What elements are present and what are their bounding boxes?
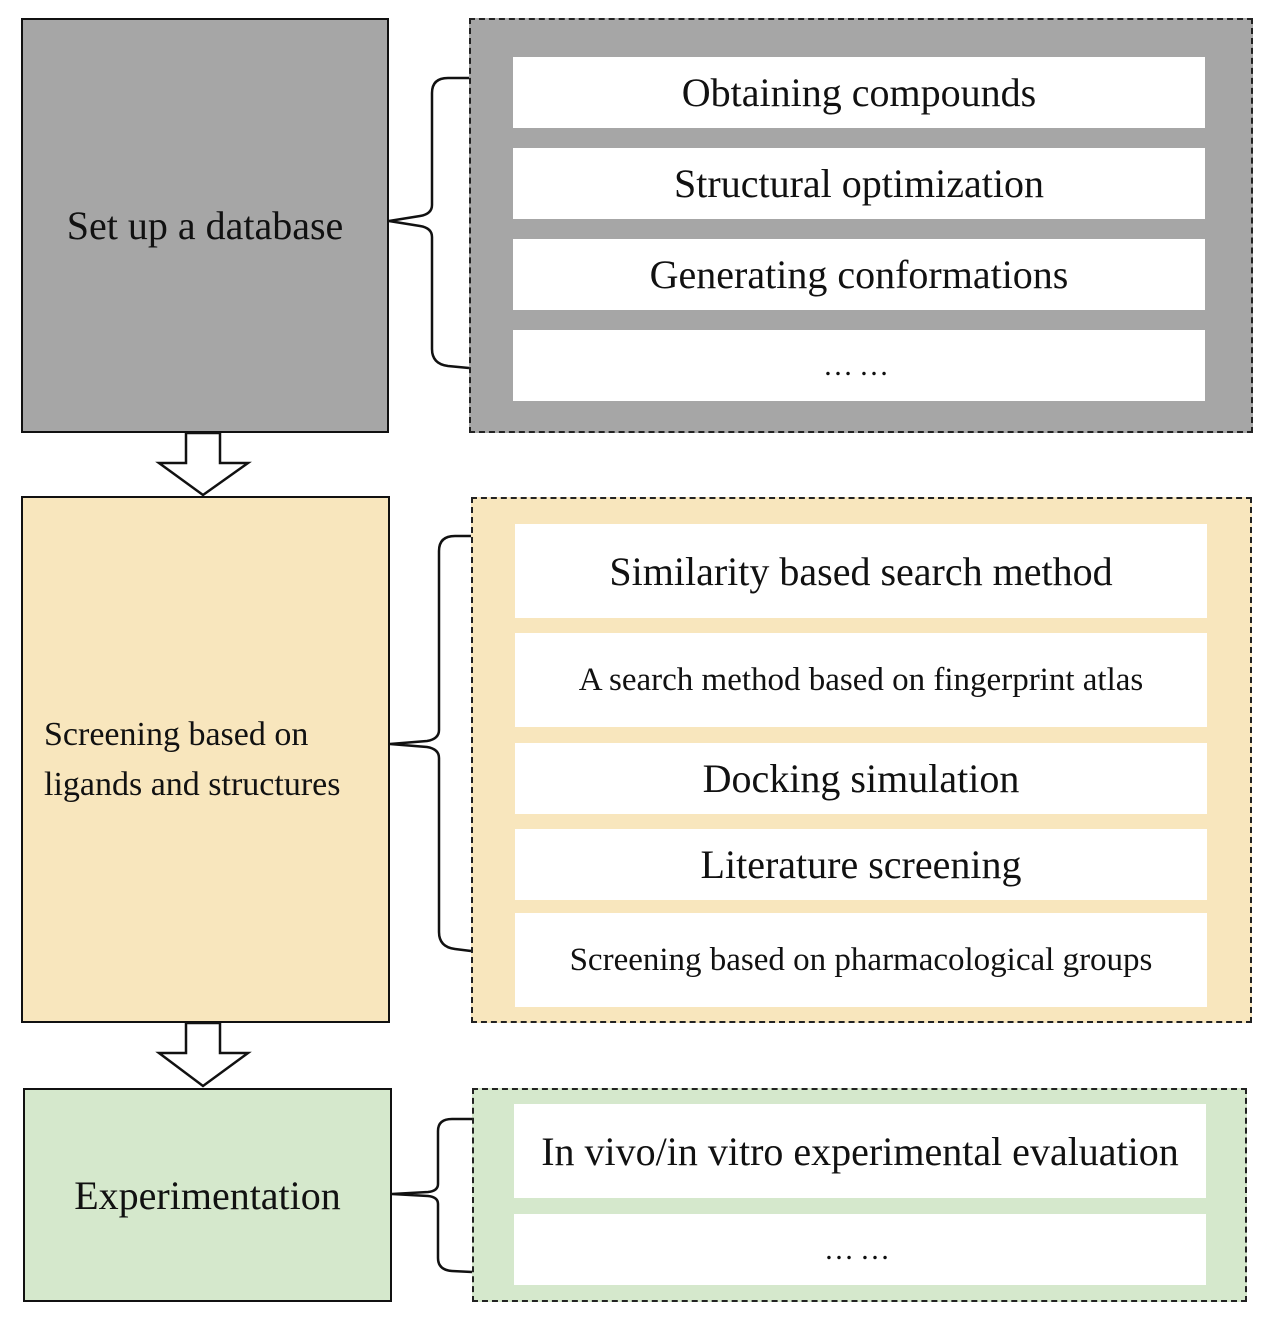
step-ellipsis: ……	[514, 1214, 1206, 1285]
method-pharmacological-groups: Screening based on pharmacological group…	[515, 913, 1207, 1007]
stage-label-database: Set up a database	[66, 203, 344, 248]
stage-box-screening: Screening based on ligands and structure…	[21, 496, 390, 1023]
arrow-down-screening-to-experimentation	[155, 1021, 252, 1088]
stage-label-experimentation: Experimentation	[74, 1172, 341, 1218]
step-in-vivo-in-vitro: In vivo/in vitro experimental evaluation	[514, 1104, 1206, 1198]
method-docking-simulation: Docking simulation	[515, 743, 1207, 814]
method-fingerprint-atlas: A search method based on fingerprint atl…	[515, 633, 1207, 727]
stage-box-experimentation: Experimentation	[23, 1088, 392, 1302]
panel-experimentation-steps: In vivo/in vitro experimental evaluation…	[472, 1088, 1247, 1302]
step-obtaining-compounds: Obtaining compounds	[513, 57, 1205, 128]
step-structural-optimization: Structural optimization	[513, 148, 1205, 219]
brace-database	[388, 76, 470, 370]
arrow-down-database-to-screening	[155, 431, 252, 497]
stage-label-screening: Screening based on ligands and structure…	[44, 715, 341, 803]
method-similarity-search: Similarity based search method	[515, 524, 1207, 618]
step-ellipsis: ……	[513, 330, 1205, 401]
brace-experimentation	[391, 1117, 473, 1274]
panel-database-steps: Obtaining compounds Structural optimizat…	[469, 18, 1253, 433]
panel-screening-methods: Similarity based search method A search …	[471, 497, 1252, 1023]
stage-box-database: Set up a database	[21, 18, 389, 433]
step-generating-conformations: Generating conformations	[513, 239, 1205, 310]
brace-screening	[389, 534, 472, 953]
method-literature-screening: Literature screening	[515, 829, 1207, 900]
